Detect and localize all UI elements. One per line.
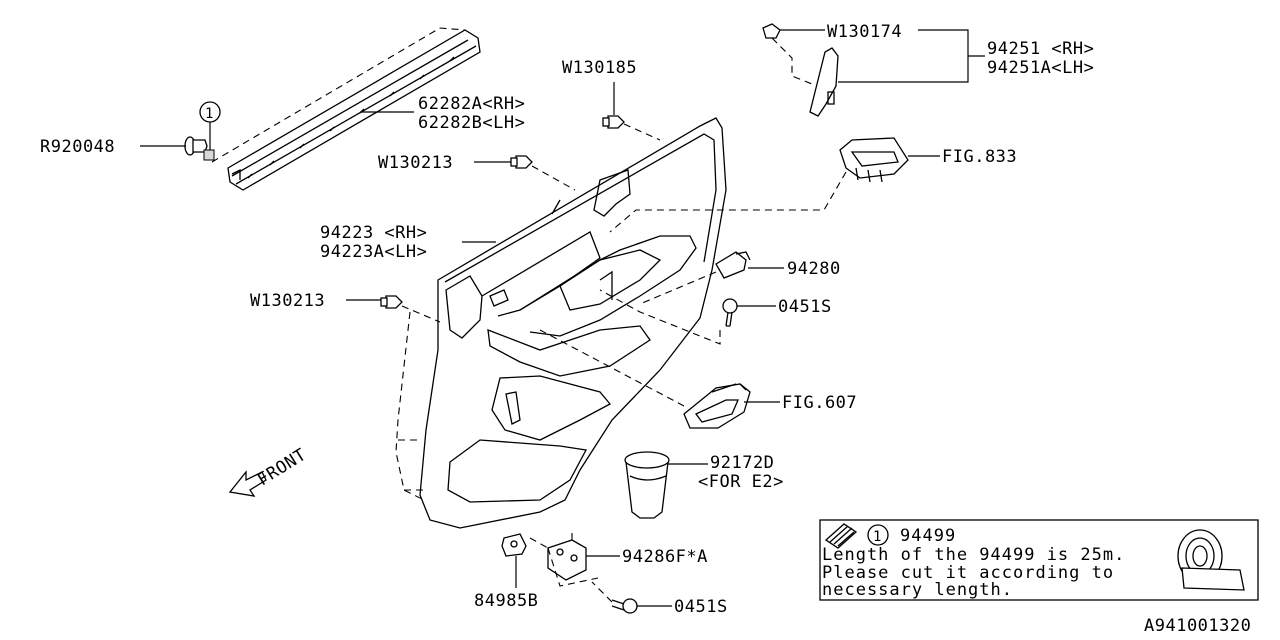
note-callout-circle <box>867 524 889 546</box>
label-diagram-id: A941001320 <box>1144 616 1251 636</box>
label-94223-rh: 94223 <RH> <box>320 223 427 243</box>
garnish-94251 <box>809 47 839 117</box>
bracket-94286f <box>547 539 587 581</box>
clip-84985b <box>501 533 527 557</box>
label-62282a-rh: 62282A<RH> <box>418 94 525 114</box>
label-w130213-top: W130213 <box>378 153 453 173</box>
note-callout-number: 1 <box>873 529 882 545</box>
label-84985b: 84985B <box>474 591 538 611</box>
label-w130174: W130174 <box>827 22 902 42</box>
inner-handle-fig833 <box>839 137 909 183</box>
label-w130213-mid: W130213 <box>250 291 325 311</box>
label-w130185: W130185 <box>562 58 637 78</box>
screw-0451s-top <box>722 298 738 327</box>
label-0451s-bottom: 0451S <box>674 597 728 617</box>
cap-94280 <box>715 251 751 279</box>
label-front: FRONT <box>254 445 310 490</box>
note-line-2: Please cut it according to <box>822 563 1114 583</box>
note-line-1: Length of the 94499 is 25m. <box>822 545 1125 565</box>
label-94223a-lh: 94223A<LH> <box>320 242 427 262</box>
cup-92172d <box>624 451 670 519</box>
dashline-panel-left <box>395 311 425 501</box>
front-arrow <box>228 470 267 497</box>
label-94251a-lh: 94251A<LH> <box>987 58 1094 78</box>
note-box <box>819 519 1259 601</box>
label-94251-rh: 94251 <RH> <box>987 39 1094 59</box>
label-r920048: R920048 <box>40 137 115 157</box>
clip-w130213-top <box>510 155 533 169</box>
label-94286f: 94286F*A <box>622 547 708 567</box>
clip-w130185 <box>602 115 625 129</box>
screw-0451s-bottom <box>611 598 638 614</box>
label-0451s-top: 0451S <box>778 297 832 317</box>
tape-hatch-icon <box>824 523 858 549</box>
note-part-number: 94499 <box>900 526 956 546</box>
label-94280: 94280 <box>787 259 841 279</box>
label-62282b-lh: 62282B<LH> <box>418 113 525 133</box>
clip-r920048 <box>184 136 215 161</box>
tape-roll-icon <box>1177 529 1245 591</box>
note-line-3: necessary length. <box>822 580 1013 600</box>
clip-w130213-mid <box>380 295 403 309</box>
door-trim-panel-94223 <box>419 117 727 529</box>
label-fig607: FIG.607 <box>782 393 857 413</box>
label-fig833: FIG.833 <box>942 147 1017 167</box>
clip-w130174 <box>762 23 781 39</box>
callout-1-marker <box>199 101 221 150</box>
bracket-94251 <box>838 29 985 83</box>
label-callout-1: 1 <box>205 106 214 122</box>
label-92172d: 92172D <box>710 453 774 473</box>
label-for-e2: <FOR E2> <box>698 472 784 492</box>
switch-fig607 <box>683 383 751 429</box>
weatherstrip-62282 <box>211 27 481 191</box>
